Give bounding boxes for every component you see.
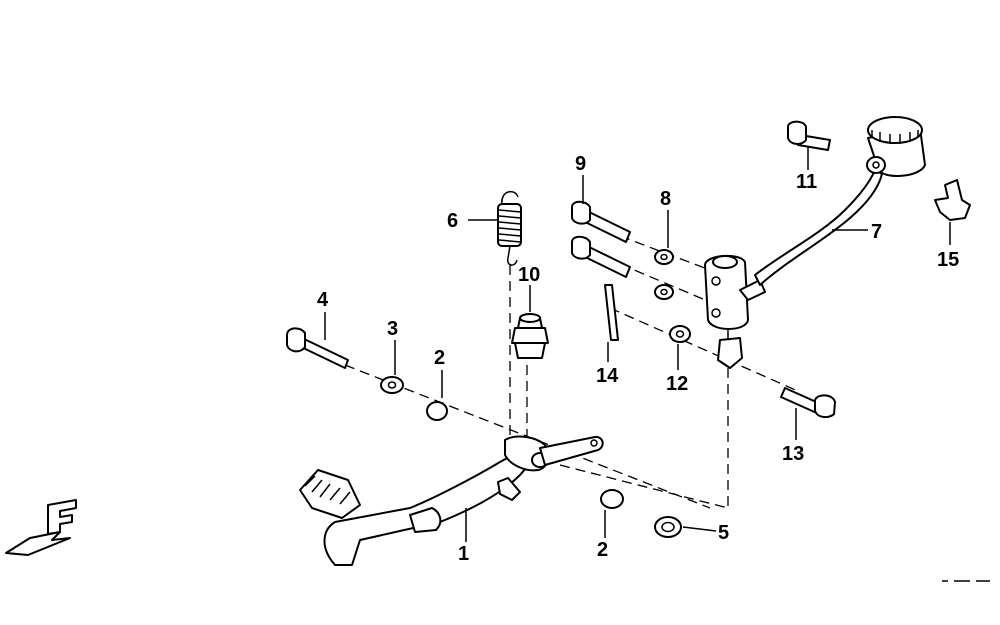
washer-part-8-upper — [654, 249, 674, 265]
o-ring-part-2-upper — [426, 401, 448, 421]
fluid-reservoir — [866, 116, 926, 177]
master-cylinder — [704, 254, 766, 369]
bolt-part-13 — [780, 387, 836, 419]
callout-4: 4 — [317, 289, 329, 311]
callout-8: 8 — [660, 188, 671, 210]
callout-5: 5 — [718, 522, 729, 544]
callout-10: 10 — [518, 264, 540, 286]
pushrod-boot-part-10 — [511, 313, 549, 359]
washer-part-3 — [380, 376, 404, 394]
callout-1: 1 — [458, 543, 469, 565]
callout-14: 14 — [596, 365, 619, 387]
callout-11: 11 — [796, 171, 817, 193]
o-ring-part-2-lower — [600, 489, 624, 509]
clip-part-15 — [934, 179, 971, 221]
cotter-pin-part-14 — [604, 284, 619, 341]
callout-12: 12 — [666, 373, 688, 395]
callout-7: 7 — [871, 221, 882, 243]
callout-leader-lines — [324, 146, 951, 542]
callout-9: 9 — [575, 153, 586, 175]
callout-13: 13 — [782, 443, 804, 465]
reservoir-hose-part-7 — [754, 169, 883, 286]
pivot-bolt-part-4 — [286, 327, 349, 369]
callout-numbers: 1 2 2 3 4 5 6 7 8 9 10 11 12 13 14 15 — [317, 153, 959, 565]
callout-2-lower: 2 — [597, 539, 608, 561]
callout-3: 3 — [387, 318, 398, 340]
callout-6: 6 — [447, 210, 458, 232]
washer-part-12 — [669, 325, 691, 343]
brake-pedal-part-1 — [299, 435, 604, 566]
return-spring-part-6 — [497, 190, 522, 266]
callout-15: 15 — [937, 249, 959, 271]
washer-part-8-lower — [654, 284, 674, 300]
callout-2-upper: 2 — [434, 347, 445, 369]
front-direction-arrow-icon: F — [5, 499, 77, 556]
mounting-bolt-part-9-lower — [571, 235, 631, 278]
mounting-bolt-part-9-upper — [571, 200, 631, 243]
washer-part-5 — [654, 516, 682, 538]
bolt-part-11 — [787, 120, 831, 151]
